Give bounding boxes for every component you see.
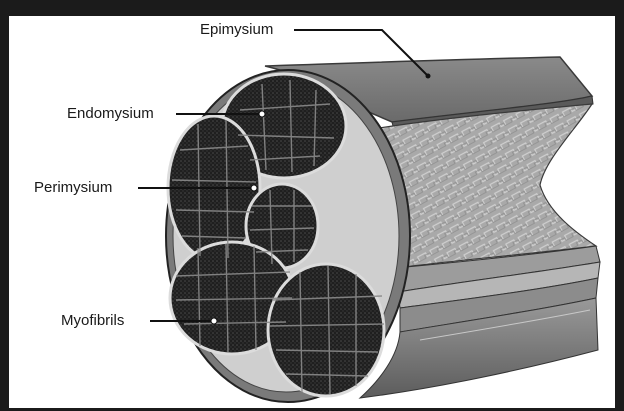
label-perimysium: Perimysium (34, 180, 112, 195)
label-epimysium: Epimysium (200, 22, 273, 37)
label-myofibrils: Myofibrils (61, 313, 124, 328)
label-endomysium: Endomysium (67, 106, 154, 121)
muscle-illustration (9, 16, 615, 408)
muscle-diagram: Epimysium Endomysium Perimysium Myofibri… (9, 16, 615, 408)
